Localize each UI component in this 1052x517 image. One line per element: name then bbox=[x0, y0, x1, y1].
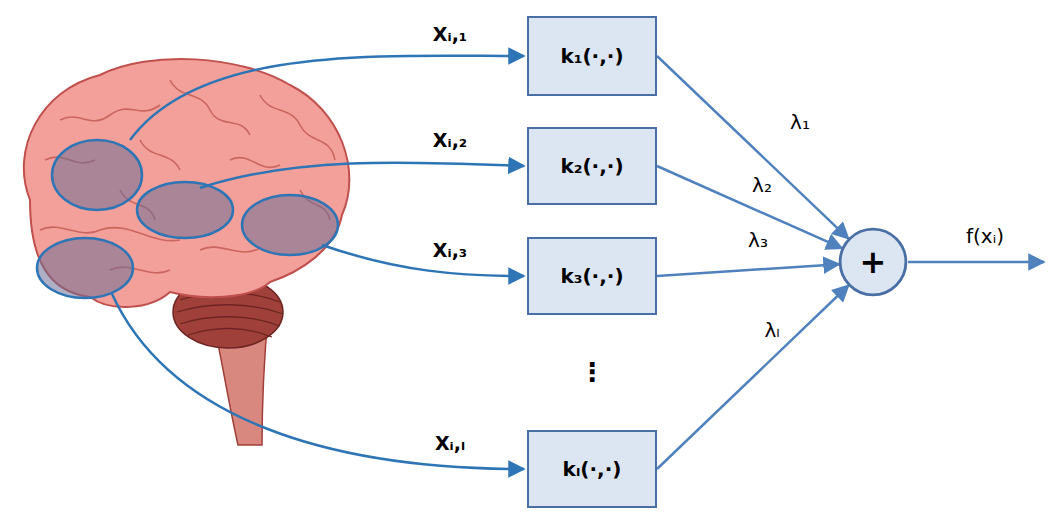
weight-label: λ₂ bbox=[750, 173, 774, 197]
ellipsis: ⋮ bbox=[577, 357, 607, 387]
kernel-box: k₁(·,·) bbox=[527, 16, 657, 96]
output-arrow bbox=[908, 261, 1044, 264]
feature-label: Xᵢ,₃ bbox=[431, 239, 469, 261]
kernel-box: k₂(·,·) bbox=[527, 127, 657, 205]
kernel-box: kₗ(·,·) bbox=[527, 430, 657, 508]
brain-regions bbox=[37, 140, 338, 298]
weighted-connector bbox=[657, 286, 848, 469]
feature-label: Xᵢ,ₗ bbox=[433, 432, 467, 454]
weight-label: λ₃ bbox=[746, 228, 770, 252]
weighted-connector bbox=[657, 56, 848, 239]
kernel-label: k₂(·,·) bbox=[560, 154, 623, 178]
kernel-box: k₃(·,·) bbox=[527, 237, 657, 315]
kernel-label: k₁(·,·) bbox=[560, 44, 623, 68]
operator-symbol: + bbox=[860, 243, 887, 281]
weight-label: λ₁ bbox=[788, 110, 812, 134]
kernel-label: k₃(·,·) bbox=[560, 264, 623, 288]
weighted-connector bbox=[657, 264, 839, 276]
feature-label: Xᵢ,₁ bbox=[431, 23, 469, 45]
output-label: f(xᵢ) bbox=[964, 224, 1006, 248]
feature-arrows bbox=[112, 56, 524, 469]
sum-node: + bbox=[838, 227, 908, 297]
feature-label: Xᵢ,₂ bbox=[431, 129, 469, 151]
cerebellum-folds bbox=[177, 293, 283, 337]
cerebral-cortex bbox=[24, 59, 350, 307]
weight-label: λₗ bbox=[762, 318, 781, 342]
kernel-label: kₗ(·,·) bbox=[563, 457, 622, 481]
